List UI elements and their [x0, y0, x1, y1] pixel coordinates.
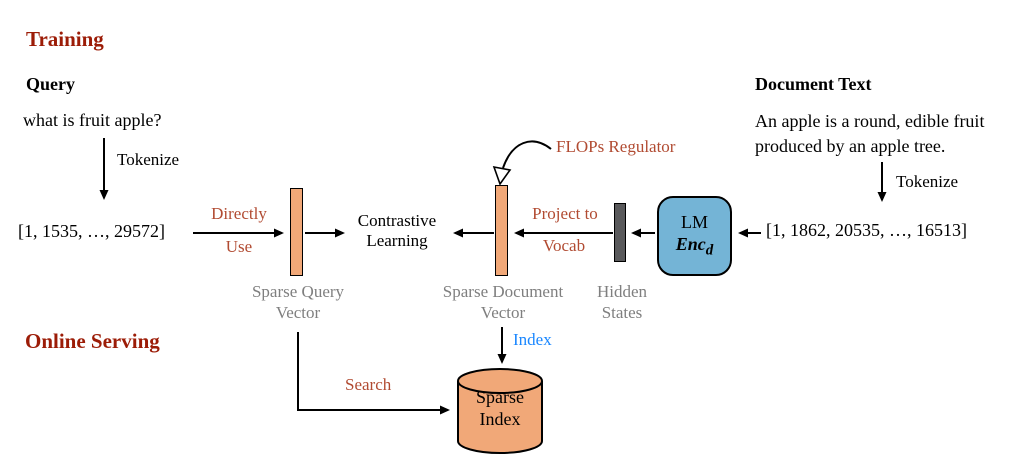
directly-label: Directly — [211, 204, 267, 223]
query-text: what is fruit apple? — [23, 110, 162, 130]
sparse-document-vector-caption-line2: Vector — [480, 303, 526, 322]
query-token-ids: [1, 1535, …, 29572] — [18, 221, 165, 241]
lm-encoder-box: LM Encd — [657, 196, 732, 276]
search-label: Search — [345, 375, 392, 394]
hidden-states-bar — [614, 203, 626, 262]
hidden-states-caption-line1: Hidden — [596, 282, 648, 301]
lm-label: LM — [681, 211, 708, 232]
document-text-heading: Document Text — [755, 74, 872, 94]
arrow-search — [297, 332, 450, 415]
flops-regulator-label: FLOPs Regulator — [556, 137, 676, 156]
sparse-query-vector-bar — [290, 188, 303, 276]
sparse-index-label: Sparse Index — [476, 386, 524, 430]
sparse-query-vector-caption: Sparse Query Vector — [252, 281, 344, 323]
project-to-label: Project to — [532, 204, 598, 223]
sparse-document-vector-caption: Sparse Document Vector — [443, 281, 563, 323]
enc-d-label: Encd — [676, 233, 714, 262]
contrastive-learning-node: Contrastive Learning — [358, 211, 436, 251]
online-serving-section-title: Online Serving — [25, 329, 160, 353]
document-tokenize-label: Tokenize — [896, 172, 959, 191]
flops-regulator-pointer — [502, 140, 552, 169]
sparse-document-vector-bar — [495, 185, 508, 276]
sparse-index-cylinder — [457, 368, 543, 454]
flops-open-arrowhead — [492, 165, 512, 186]
sparse-index-line2: Index — [479, 409, 521, 429]
hidden-states-caption-line2: States — [601, 303, 643, 322]
contrastive-line2: Learning — [366, 231, 428, 250]
index-label: Index — [513, 330, 552, 349]
sparse-query-vector-caption-line2: Vector — [275, 303, 321, 322]
hidden-states-caption: Hidden States — [597, 281, 647, 323]
query-tokenize-label: Tokenize — [117, 150, 180, 169]
enc-subscript: d — [705, 242, 714, 259]
contrastive-line1: Contrastive — [357, 211, 437, 230]
enc-text: Enc — [675, 233, 706, 254]
query-heading: Query — [26, 74, 75, 94]
sparse-index-line1: Sparse — [476, 387, 524, 407]
sparse-query-vector-caption-line1: Sparse Query — [251, 282, 345, 301]
sparse-document-vector-caption-line1: Sparse Document — [442, 282, 564, 301]
document-token-ids: [1, 1862, 20535, …, 16513] — [766, 220, 967, 240]
document-text: An apple is a round, edible fruit produc… — [755, 111, 985, 156]
training-section-title: Training — [26, 27, 104, 51]
use-label: Use — [225, 237, 253, 256]
vocab-label: Vocab — [542, 236, 586, 255]
